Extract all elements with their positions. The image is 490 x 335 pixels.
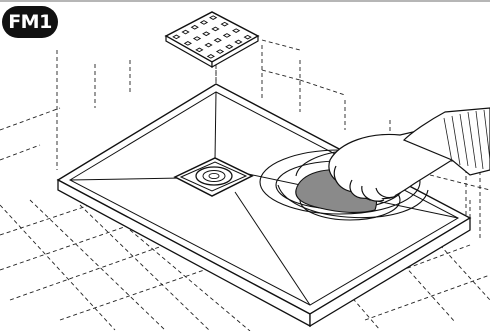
figure-label: FM1 — [0, 2, 60, 42]
hand-wiping-icon — [329, 108, 490, 201]
drain-grate-icon — [166, 12, 258, 67]
